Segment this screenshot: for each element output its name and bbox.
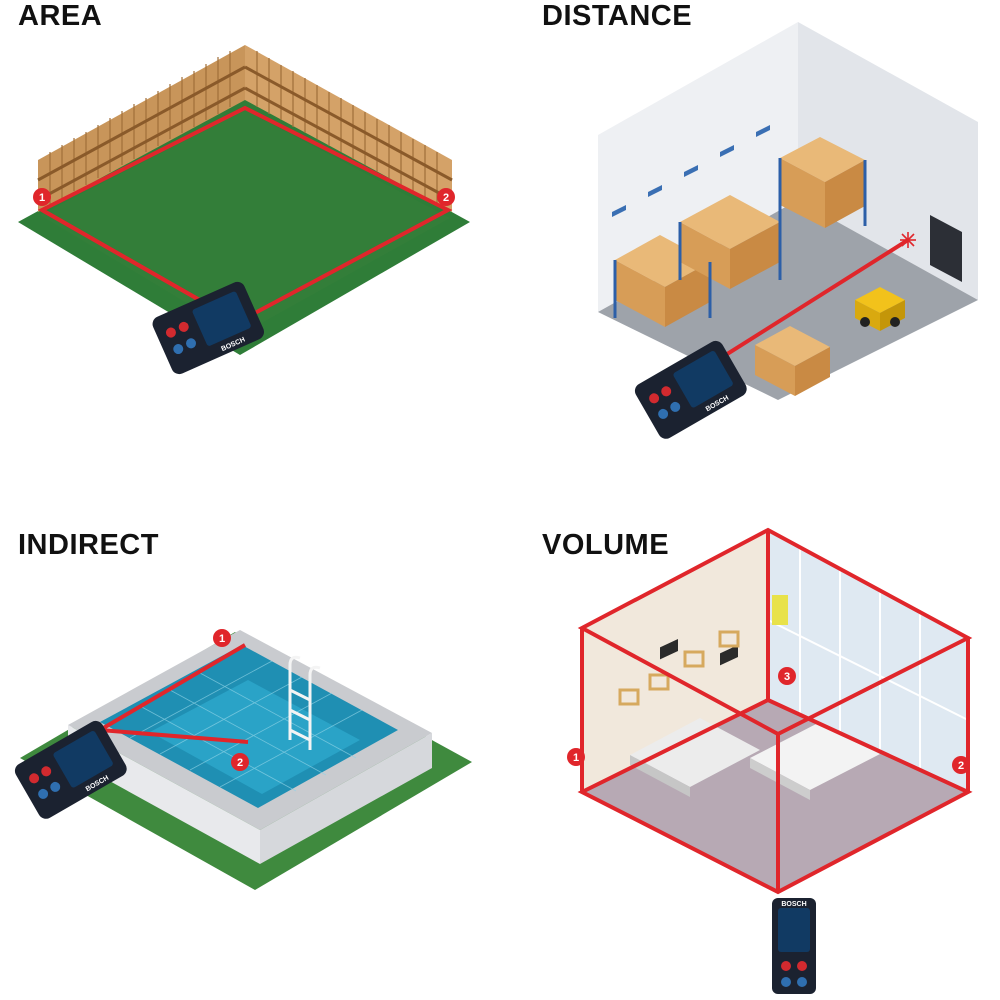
- area-marker-2-label: 2: [443, 192, 449, 204]
- volume-title: VOLUME: [542, 529, 670, 561]
- indirect-title: INDIRECT: [18, 529, 159, 561]
- area-panel: AREA: [0, 0, 500, 500]
- area-fence-left: [37, 45, 246, 212]
- volume-laser-device: BOSCH: [772, 898, 816, 994]
- distance-floor: [598, 200, 978, 400]
- volume-marker-3: 3: [778, 667, 796, 685]
- volume-marker-1: 1: [567, 748, 585, 766]
- area-illustration: 1 2 BOSCH: [18, 45, 470, 375]
- distance-windows: [612, 125, 770, 217]
- volume-window-grid: [767, 548, 969, 772]
- volume-marker-3-label: 3: [784, 671, 790, 683]
- volume-left-wall: [582, 530, 768, 792]
- area-title: AREA: [18, 0, 103, 32]
- indirect-laser-device: BOSCH: [14, 720, 127, 819]
- distance-loading-door: [930, 215, 962, 282]
- distance-floor-pallet: [755, 326, 830, 396]
- indirect-marker-2: 2: [231, 753, 249, 771]
- volume-wall-board: [772, 595, 788, 625]
- volume-marker-2-label: 2: [958, 760, 964, 772]
- indirect-pool-ladder: [288, 655, 321, 750]
- volume-panel: VOLUME: [500, 500, 1000, 1000]
- indirect-marker-1: 1: [213, 629, 231, 647]
- area-lawn-texture: [40, 110, 450, 335]
- distance-illustration: BOSCH: [598, 22, 978, 439]
- area-marker-1-label: 1: [39, 192, 45, 204]
- distance-shelving: [613, 137, 867, 327]
- distance-panel: DISTANCE: [500, 0, 1000, 500]
- area-fence-right: [244, 45, 453, 212]
- indirect-pool-side-right: [260, 733, 432, 864]
- volume-desks: [630, 638, 880, 800]
- area-marker-1: 1: [33, 188, 51, 206]
- indirect-illustration: 1 2 BOSCH: [14, 629, 472, 890]
- indirect-laser-beam-1: [98, 643, 247, 732]
- volume-wall-frames: [618, 630, 740, 706]
- indirect-panel: INDIRECT 1 2: [0, 500, 500, 1000]
- indirect-marker-1-label: 1: [219, 633, 225, 645]
- area-marker-2: 2: [437, 188, 455, 206]
- distance-title: DISTANCE: [542, 0, 693, 32]
- volume-illustration: 1 2 3 BOSCH: [567, 527, 973, 994]
- volume-laser-box: [577, 527, 973, 895]
- volume-marker-2: 2: [952, 756, 970, 774]
- volume-device-brand: BOSCH: [781, 901, 806, 908]
- indirect-pool-tiles: [129, 660, 363, 792]
- volume-marker-1-label: 1: [573, 752, 579, 764]
- distance-forklift: [855, 287, 905, 331]
- indirect-laser-beam-2: [99, 728, 249, 744]
- distance-laser-beam: [703, 238, 910, 370]
- indirect-pool-floor: [150, 680, 360, 794]
- indirect-marker-2-label: 2: [237, 757, 243, 769]
- distance-laser-target: [900, 232, 916, 248]
- volume-right-wall: [768, 530, 968, 792]
